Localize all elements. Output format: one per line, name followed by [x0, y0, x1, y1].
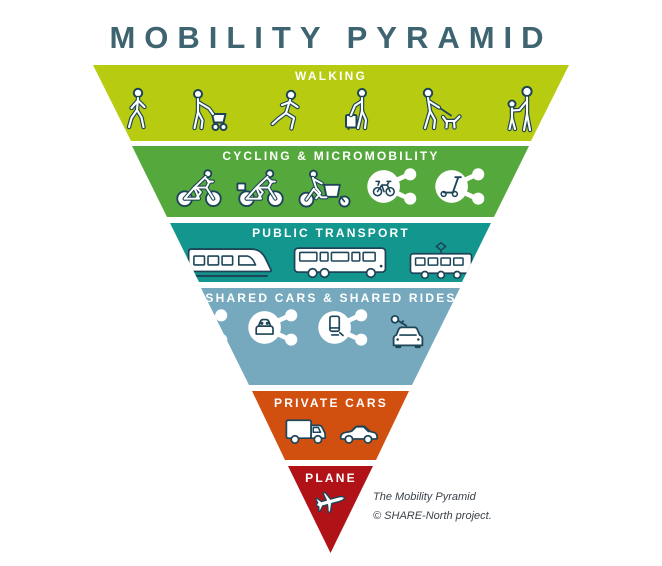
level-label: WALKING — [294, 69, 368, 83]
level-icons — [186, 241, 476, 280]
level-cycling: CYCLING & MICROMOBILITY — [132, 146, 529, 217]
level-icons — [284, 416, 378, 445]
scooter-sharing-icon — [435, 168, 485, 205]
level-label: PRIVATE CARS — [274, 396, 388, 410]
car-icon — [339, 425, 378, 444]
cargo-bike-rider-icon — [298, 169, 351, 208]
level-icons — [124, 85, 538, 133]
level-private-cars: PRIVATE CARS — [252, 391, 409, 460]
bicycle-rider-icon — [176, 169, 222, 208]
person-running-icon — [270, 89, 300, 131]
van-icon — [285, 419, 327, 444]
credit-line-1: The Mobility Pyramid — [373, 491, 476, 503]
level-icons — [201, 306, 460, 349]
level-icons — [174, 165, 488, 208]
bus-icon — [293, 247, 387, 279]
ebike-rider-icon — [236, 169, 284, 208]
plane-icon — [315, 491, 346, 514]
level-label: PUBLIC TRANSPORT — [252, 226, 410, 240]
person-walking-dog-icon — [422, 87, 462, 131]
train-icon — [187, 248, 273, 277]
credit-line-2: © SHARE-North project. — [373, 510, 492, 522]
person-with-stroller-icon — [192, 89, 228, 131]
level-shared-cars: SHARED CARS & SHARED RIDES — [201, 288, 460, 385]
carpooling-icon — [248, 309, 298, 346]
level-label: CYCLING & MICROMOBILITY — [222, 149, 440, 163]
adult-with-child-icon — [507, 85, 533, 133]
ride-hailing-app-icon — [318, 309, 368, 346]
level-plane: PLANE — [288, 466, 373, 553]
taxi-icon — [450, 315, 460, 349]
person-walking-icon — [126, 87, 147, 130]
person-with-suitcase-icon — [345, 88, 369, 131]
tram-icon — [409, 241, 473, 280]
level-icons — [315, 487, 347, 515]
credit-text: The Mobility Pyramid © SHARE-North proje… — [373, 488, 492, 526]
level-walking: WALKING — [93, 65, 569, 141]
level-label: PLANE — [305, 471, 357, 485]
car-sharing-icon — [201, 309, 228, 346]
page-title: MOBILITY PYRAMID — [109, 20, 553, 55]
level-label: SHARED CARS & SHARED RIDES — [205, 291, 457, 305]
level-public-transport: PUBLIC TRANSPORT — [170, 223, 491, 282]
rental-car-with-key-icon — [390, 314, 424, 349]
bike-sharing-icon — [367, 168, 417, 205]
